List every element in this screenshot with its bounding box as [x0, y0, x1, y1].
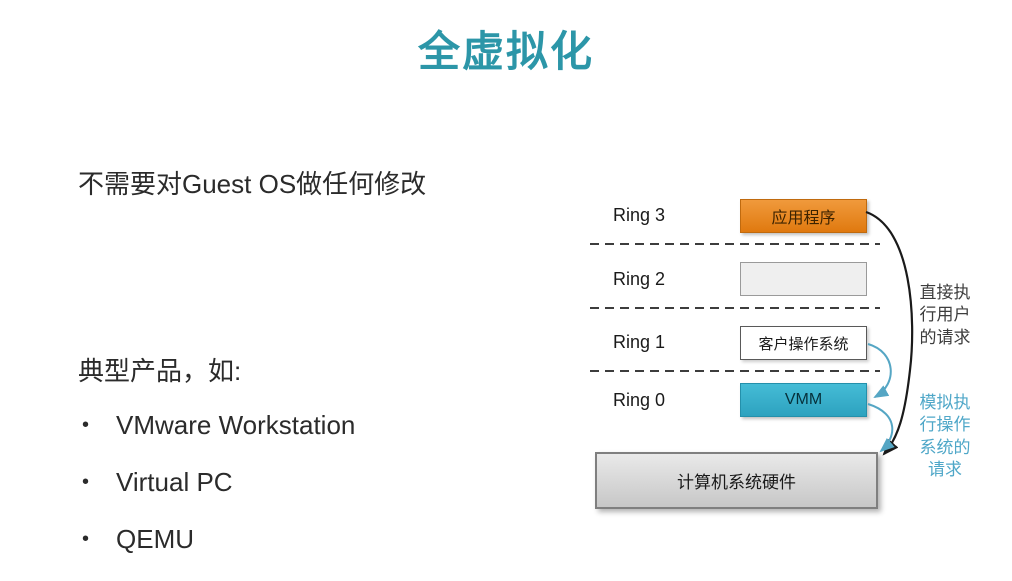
vmm-to-hardware-arrow: [867, 403, 895, 453]
bullet-icon: •: [82, 528, 90, 550]
ring2-empty-box: [740, 262, 867, 296]
hardware-box: 计算机系统硬件: [595, 452, 878, 509]
simulated-request-annotation: 模拟执行操作系统的请求: [919, 393, 971, 480]
ring-separator: [590, 307, 880, 309]
ring-label: Ring 3: [613, 205, 666, 225]
products-heading: 典型产品，如:: [78, 356, 242, 386]
bullet-icon: •: [82, 471, 90, 493]
direct-request-annotation: 直接执行用户的请求: [919, 283, 971, 347]
product-label: Virtual PC: [116, 467, 233, 497]
direct-arrow: [865, 210, 914, 456]
bullet-icon: •: [82, 414, 90, 436]
ring-label: Ring 2: [613, 269, 666, 289]
ring-label: Ring 0: [613, 390, 666, 410]
application-box: 应用程序: [740, 199, 867, 233]
list-item: • VMware Workstation: [82, 410, 355, 441]
list-item: • Virtual PC: [82, 467, 233, 498]
product-label: VMware Workstation: [116, 410, 356, 440]
ring-separator: [590, 243, 880, 245]
vmm-box: VMM: [740, 383, 867, 417]
statement-text: 不需要对Guest OS做任何修改: [78, 169, 427, 199]
product-label: QEMU: [116, 524, 194, 554]
ring-label: Ring 1: [613, 332, 666, 352]
guest-os-box: 客户操作系统: [740, 326, 867, 360]
ring-separator: [590, 370, 880, 372]
list-item: • QEMU: [82, 524, 194, 555]
page-title: 全虚拟化: [417, 28, 594, 75]
